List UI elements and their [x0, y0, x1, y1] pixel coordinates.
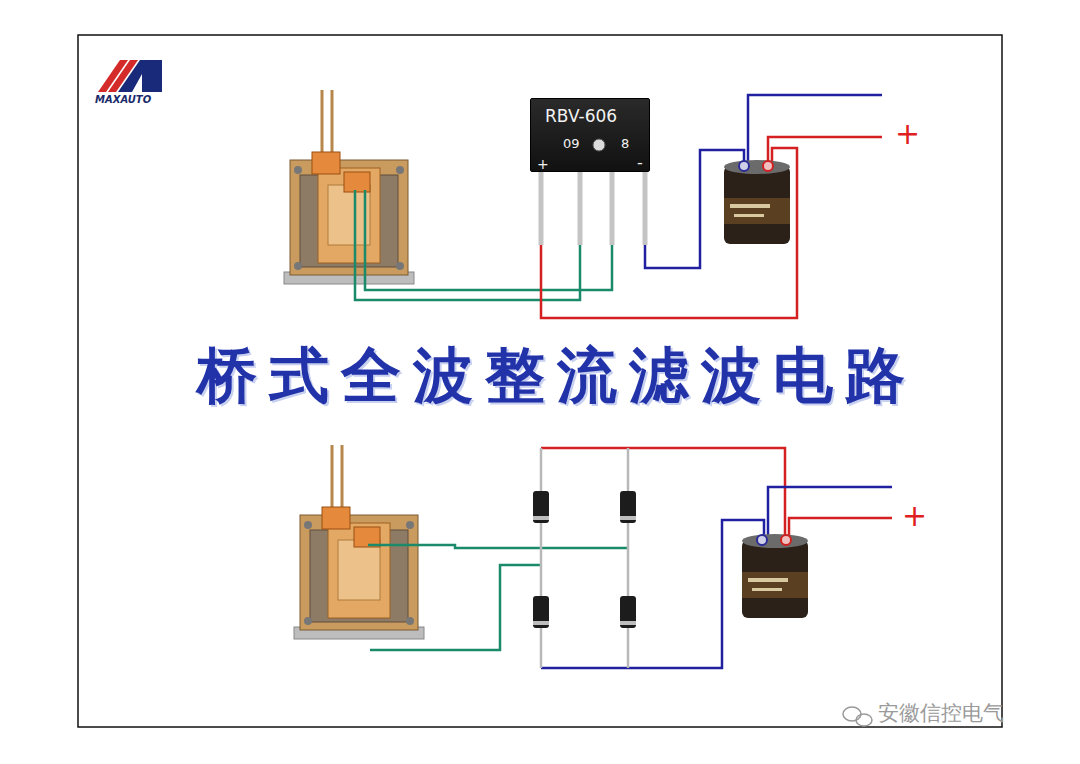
- bridge-rectifier: RBV-606 09 8 + -: [530, 98, 650, 172]
- diode: [533, 596, 549, 628]
- bridge-code: 09: [563, 137, 580, 150]
- wires-bottom: [368, 448, 892, 668]
- capacitor: [742, 534, 808, 618]
- polarity-sign: +: [895, 119, 920, 149]
- transformer: [294, 445, 424, 639]
- transformer: [284, 90, 414, 284]
- diode: [620, 491, 636, 523]
- logo-text: MAXAUTO: [95, 95, 151, 105]
- pin-sign: +: [537, 157, 549, 171]
- watermark: 安徽信控电气: [878, 703, 1004, 724]
- wires-top: [355, 95, 882, 318]
- diode: [620, 596, 636, 628]
- pin-sign: -: [637, 155, 643, 171]
- diode: [533, 491, 549, 523]
- logo-mark: [98, 60, 162, 92]
- wechat-icon: [843, 707, 872, 726]
- bridge-label: RBV-606: [545, 108, 617, 125]
- capacitor: [724, 160, 790, 244]
- title: 桥式全波整流滤波电路: [57, 336, 1057, 417]
- polarity-sign: +: [902, 501, 927, 531]
- bridge-code: 8: [621, 137, 629, 150]
- bridge-pins: [541, 170, 645, 245]
